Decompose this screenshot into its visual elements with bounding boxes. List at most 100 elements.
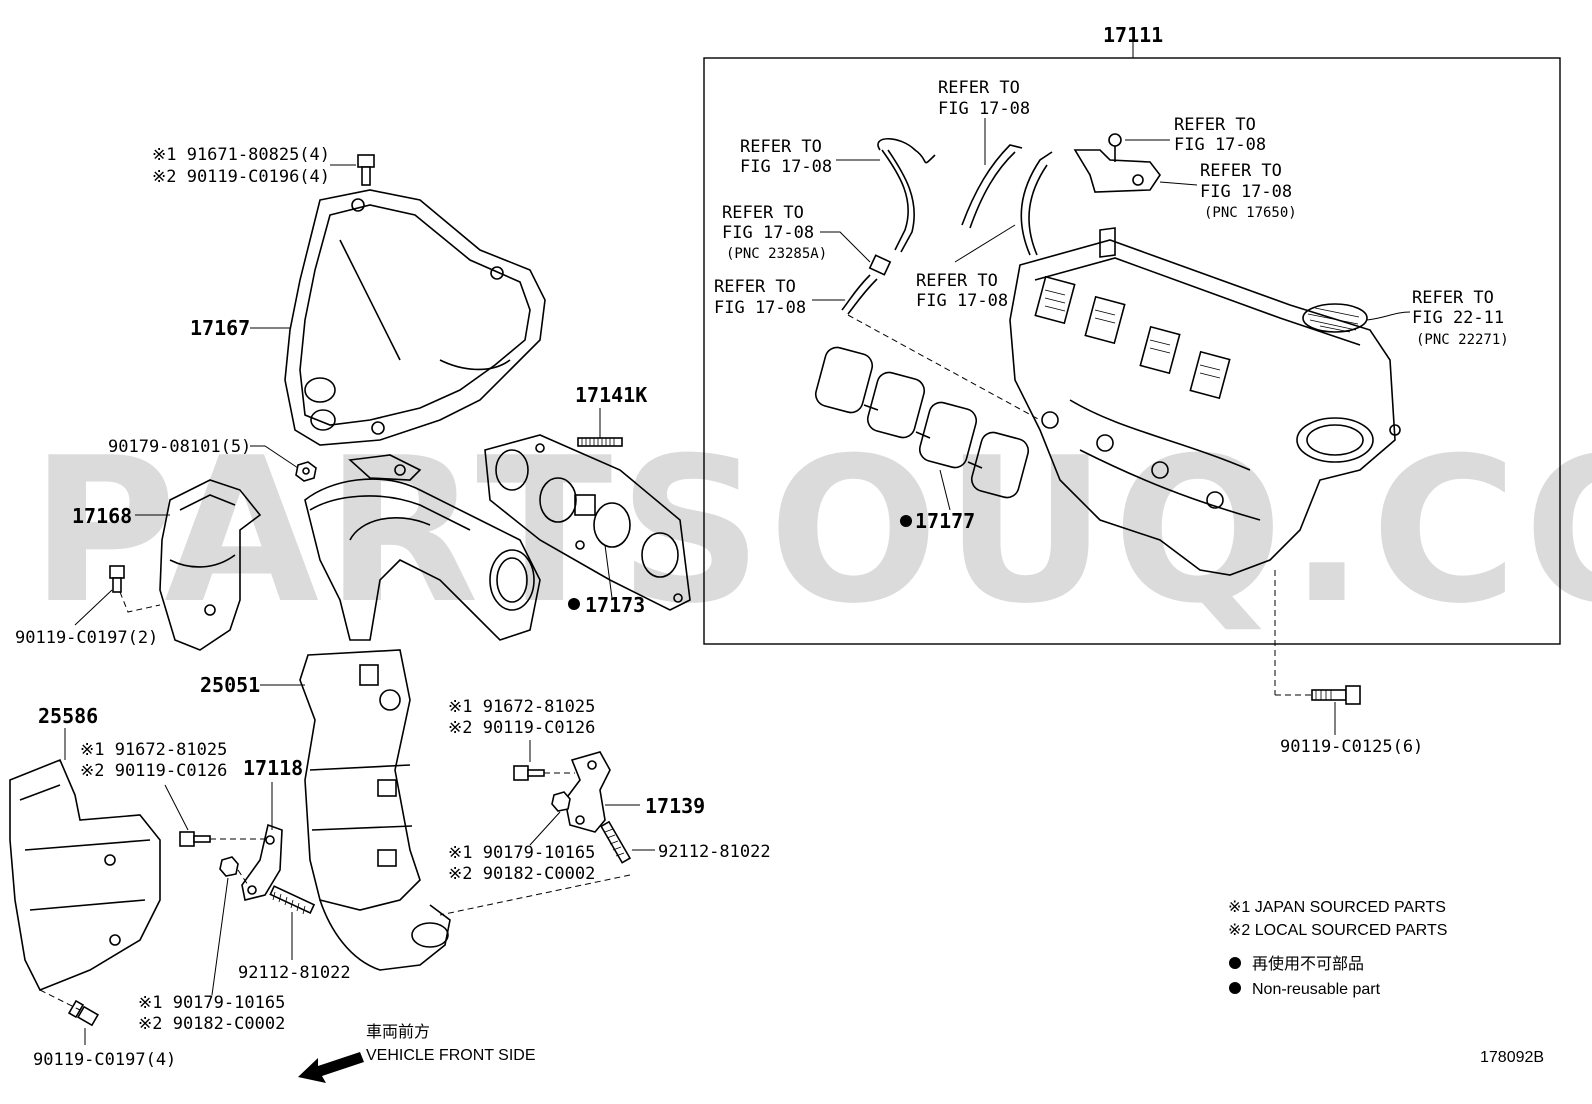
leader-right-nut [529,811,561,846]
label-25586[interactable]: 25586 [38,704,98,728]
front-label-en: VEHICLE FRONT SIDE [366,1047,536,1064]
throttle-gasket [1302,303,1411,333]
align-line-c0197-2 [119,591,161,613]
nut-left-90179[interactable] [219,856,239,877]
refer-label-r8[interactable]: REFER TO FIG 22-11 (PNC 22271) [1412,288,1509,348]
leader-17173 [604,544,613,599]
intake-gaskets-17177[interactable] [813,345,1031,500]
label-25051[interactable]: 25051 [200,673,260,697]
refer-label-r6[interactable]: REFER TO FIG 17-08 [714,277,806,318]
label-17168[interactable]: 17168 [72,504,132,528]
label-stud-left[interactable]: 92112-81022 [238,963,351,983]
bolt-90119-c0125[interactable] [1311,685,1361,705]
legend-dot-en [1229,982,1241,994]
heat-insulator-17168[interactable] [159,479,262,651]
label-nut-90179[interactable]: 90179-08101(5) [108,437,251,457]
nut-90179[interactable] [295,461,317,482]
heat-insulator-17167[interactable] [284,189,546,446]
svg-text:REFER TO: REFER TO [740,137,822,157]
svg-text:REFER TO: REFER TO [722,203,804,223]
bolt-right-91672[interactable] [513,765,545,781]
refer-label-r3[interactable]: REFER TO FIG 17-08 [1174,115,1266,155]
stud-left-92112[interactable] [269,885,316,915]
bracket-17139[interactable] [564,751,611,833]
bolt-c0197-2[interactable] [109,565,125,593]
legend-japan: ※1 JAPAN SOURCED PARTS [1228,899,1446,916]
heat-insulator-25586[interactable] [9,758,161,992]
watermark: PARTSOUQ.COM [30,415,1592,648]
refer-label-r4[interactable]: REFER TO FIG 17-08 (PNC 17650) [1200,161,1297,221]
pcv-hose-middle [961,144,1053,256]
label-c0125[interactable]: 90119-C0125(6) [1280,737,1423,757]
label-17167[interactable]: 17167 [190,316,250,340]
leader-17177 [939,469,951,511]
bolt-left-91672[interactable] [179,831,211,847]
label-17118[interactable]: 17118 [243,756,303,780]
label-bolt-top-1[interactable]: ※1 91671-80825(4) [152,145,330,165]
label-c0197-4[interactable]: 90119-C0197(4) [33,1050,176,1070]
label-left-bolt-2[interactable]: ※2 90119-C0126 [80,761,227,781]
leader-left-nut [211,877,229,996]
label-right-bolt-2[interactable]: ※2 90119-C0126 [448,718,595,738]
leader-c0197-2 [74,589,113,626]
svg-text:REFER TO: REFER TO [714,277,796,297]
intake-assembly-box [703,57,1561,645]
bolt-top[interactable] [357,154,375,186]
bolt-c0197-4[interactable] [67,999,100,1027]
svg-text:FIG 17-08: FIG 17-08 [938,99,1030,119]
svg-text:FIG 17-08: FIG 17-08 [740,157,832,177]
vehicle-front-arrow-icon [298,1052,364,1083]
label-17173[interactable]: 17173 [585,593,645,617]
box-header-label[interactable]: 17111 [1103,23,1163,47]
svg-text:REFER TO: REFER TO [1174,115,1256,135]
refer-label-r7[interactable]: REFER TO FIG 17-08 [916,271,1008,311]
bracket-17118[interactable] [241,823,283,901]
svg-text:(PNC 17650): (PNC 17650) [1204,205,1297,221]
leader-r7 [954,224,1016,263]
non-reusable-dot-17177 [900,515,912,527]
non-reusable-dot-17173 [568,598,580,610]
leader-r5 [820,231,871,263]
svg-text:(PNC 22271): (PNC 22271) [1416,332,1509,348]
label-c0197-2[interactable]: 90119-C0197(2) [15,628,158,648]
svg-text:REFER TO: REFER TO [916,271,998,291]
stud-17141k[interactable] [577,437,623,447]
svg-text:REFER TO: REFER TO [1200,161,1282,181]
svg-text:(PNC 23285A): (PNC 23285A) [726,246,827,262]
exhaust-gasket-17173[interactable] [484,434,691,611]
svg-text:REFER TO: REFER TO [1412,288,1494,308]
pcv-hose-upper [841,138,936,315]
svg-text:FIG 17-08: FIG 17-08 [916,291,1008,311]
svg-text:FIG 17-08: FIG 17-08 [1200,182,1292,202]
stud-right-92112[interactable] [600,820,632,864]
svg-text:FIG 17-08: FIG 17-08 [714,298,806,318]
label-stud-right[interactable]: 92112-81022 [658,842,771,862]
refer-label-r2[interactable]: REFER TO FIG 17-08 [938,78,1030,119]
svg-text:FIG 17-08: FIG 17-08 [1174,135,1266,155]
label-right-nut-2[interactable]: ※2 90182-C0002 [448,864,595,884]
vsv-bracket [1073,133,1161,193]
label-left-bolt-1[interactable]: ※1 91672-81025 [80,740,227,760]
label-left-nut-2[interactable]: ※2 90182-C0002 [138,1014,285,1034]
align-line-left-nut [237,869,251,889]
label-bolt-top-2[interactable]: ※2 90119-C0196(4) [152,167,330,187]
label-right-nut-1[interactable]: ※1 90179-10165 [448,843,595,863]
refer-label-r1[interactable]: REFER TO FIG 17-08 [740,137,832,177]
label-17141k[interactable]: 17141K [575,383,647,407]
legend-nonreuse-en: Non-reusable part [1252,981,1381,998]
label-17139[interactable]: 17139 [645,794,705,818]
refer-label-r5[interactable]: REFER TO FIG 17-08 (PNC 23285A) [722,203,827,262]
exhaust-manifold-25051[interactable] [299,454,541,971]
label-left-nut-1[interactable]: ※1 90179-10165 [138,993,285,1013]
align-line-c0197-4 [39,989,81,1011]
legend-dot-jp [1229,957,1241,969]
front-label-jp: 車両前方 [366,1023,430,1041]
nut-right-90179[interactable] [551,791,571,812]
align-line-1 [847,314,1041,421]
intake-manifold[interactable] [1009,227,1401,576]
label-17177[interactable]: 17177 [915,509,975,533]
legend-nonreuse-jp: 再使用不可部品 [1252,955,1364,973]
label-right-bolt-1[interactable]: ※1 91672-81025 [448,697,595,717]
svg-text:FIG 22-11: FIG 22-11 [1412,308,1504,328]
